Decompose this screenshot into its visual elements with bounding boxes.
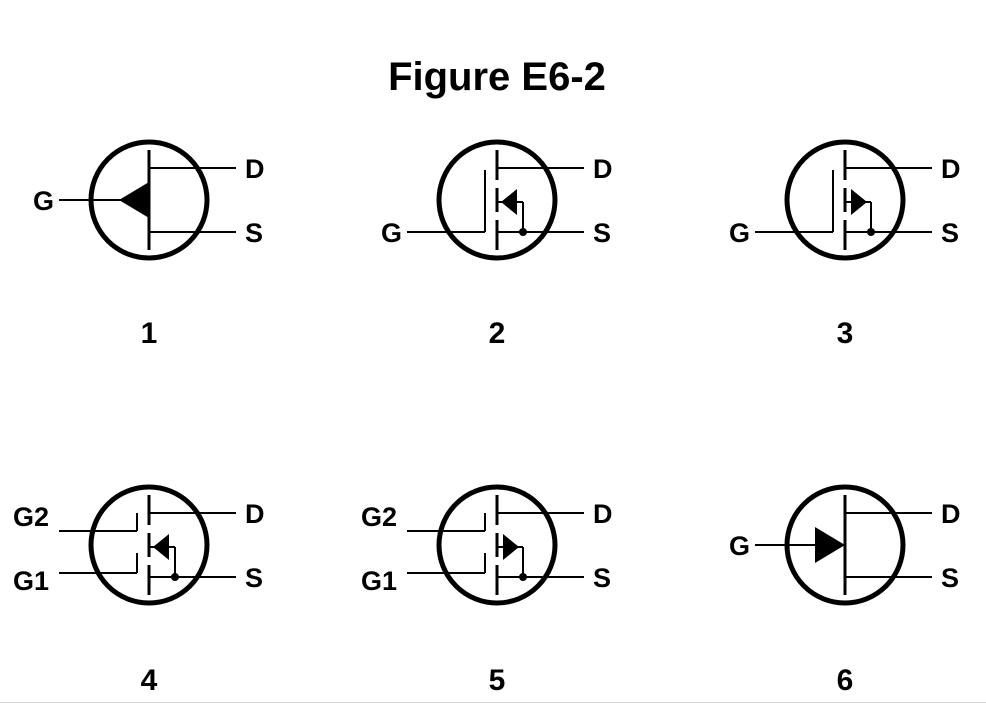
drain-label: D [245,154,265,184]
junction-dot [867,228,875,236]
envelope-circle [88,484,210,606]
symbol-number: 1 [141,317,158,350]
gate1-label: G1 [13,566,49,596]
gate-arrow-p [815,527,845,563]
gate2-label: G2 [361,502,397,532]
substrate-arrow-p [851,189,867,215]
drain-label: D [593,499,613,529]
symbol-number: 6 [837,664,854,697]
source-label: S [593,218,611,248]
bottom-divider [0,702,986,703]
source-label: S [593,563,611,593]
gate-label: G [729,531,750,561]
drain-label: D [593,154,613,184]
symbol-number: 5 [489,664,506,697]
envelope-circle [436,484,558,606]
gate-label: G [381,218,402,248]
symbol-number: 3 [837,317,854,350]
symbol-1: D S G 1 [33,139,265,350]
figure-title: Figure E6-2 [388,55,606,99]
drain-label: D [941,499,961,529]
substrate-arrow-n [153,534,169,560]
symbol-2: D S G 2 [381,139,613,350]
junction-dot [171,573,179,581]
envelope-circle [784,139,906,261]
drain-label: D [245,499,265,529]
envelope-circle [436,139,558,261]
substrate-arrow-n [501,189,517,215]
gate-arrow-n [119,182,149,218]
gate-label: G [33,186,54,216]
junction-dot [519,228,527,236]
junction-dot [519,573,527,581]
symbol-3: D S G 3 [729,139,961,350]
source-label: S [245,218,263,248]
substrate-arrow-p [503,534,519,560]
symbol-number: 2 [489,317,506,350]
gate1-label: G1 [361,566,397,596]
source-label: S [941,563,959,593]
drain-label: D [941,154,961,184]
source-label: S [941,218,959,248]
gate2-label: G2 [13,502,49,532]
source-label: S [245,563,263,593]
symbol-number: 4 [141,664,158,697]
symbol-6: D S G 6 [729,484,961,697]
gate-label: G [729,218,750,248]
